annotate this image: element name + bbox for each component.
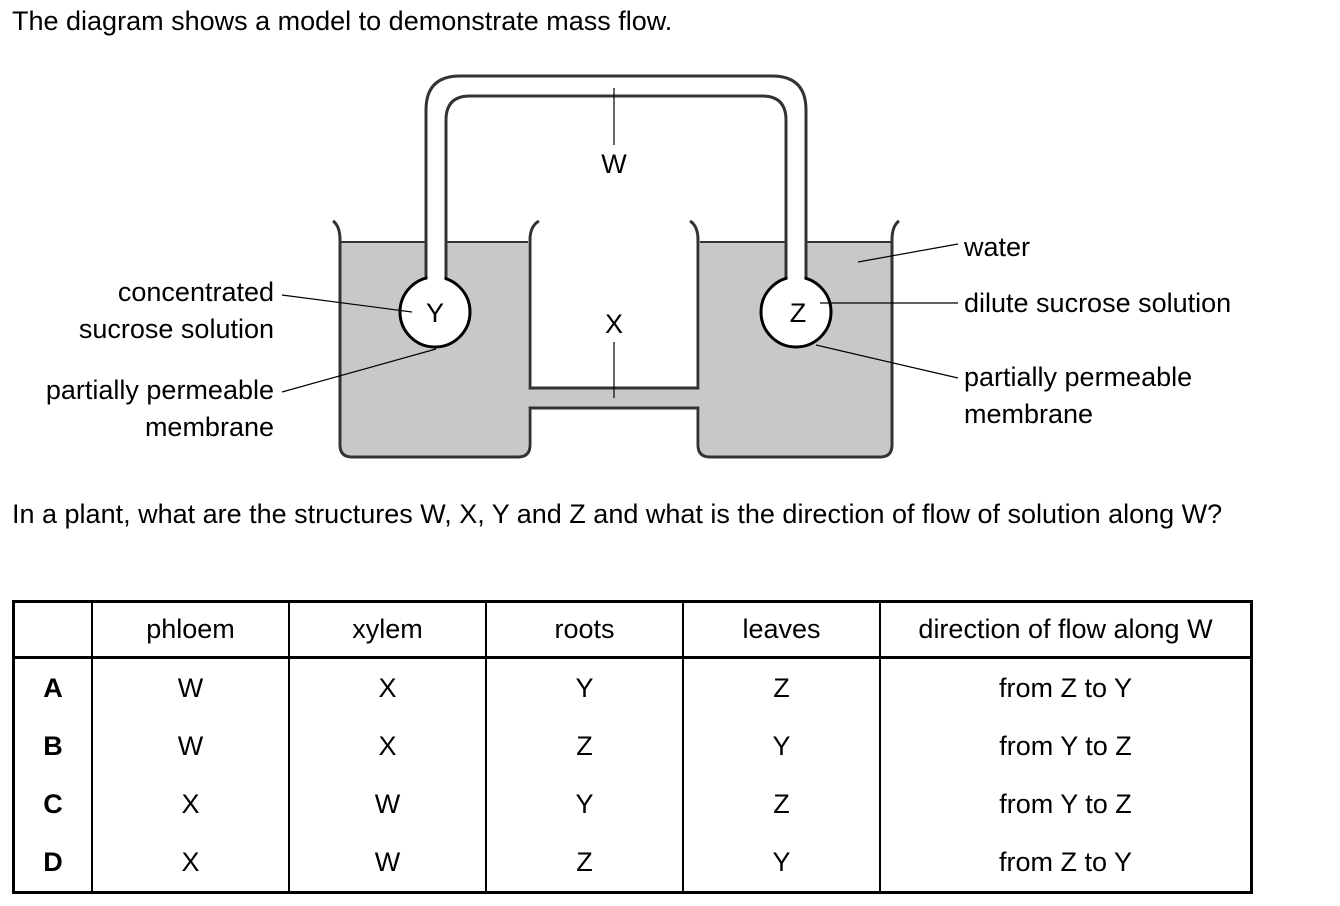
row-key: C [43, 788, 63, 819]
cell-xylem: X [288, 657, 486, 717]
cell-direction: from Z to Y [879, 833, 1252, 893]
table-header-row: phloem xylem roots leaves direction of f… [13, 601, 1252, 659]
label-concentrated-2: sucrose solution [79, 314, 274, 344]
label-ppm-right-1: partially permeable [964, 362, 1192, 392]
header-direction: direction of flow along W [879, 601, 1252, 659]
label-x: X [605, 309, 623, 339]
label-water: water [963, 232, 1030, 262]
row-key: D [43, 846, 63, 877]
cell-phloem: X [91, 775, 289, 833]
label-dilute-sucrose: dilute sucrose solution [964, 288, 1231, 318]
label-w: W [601, 149, 627, 179]
header-phloem: phloem [91, 601, 289, 659]
question-text: In a plant, what are the structures W, X… [12, 499, 1223, 529]
table-row: B W X Z Y from Y to Z [14, 717, 1252, 775]
bottom-left-liquid [340, 408, 528, 457]
table-row: D X W Z Y from Z to Y [14, 833, 1252, 893]
cell-leaves: Z [682, 657, 880, 717]
label-ppm-right-2: membrane [964, 399, 1093, 429]
row-key: B [43, 730, 63, 761]
bulb-z-neck [787, 270, 805, 282]
apparatus-outline [332, 219, 900, 459]
answer-table: phloem xylem roots leaves direction of f… [12, 600, 1253, 894]
label-y: Y [426, 298, 444, 328]
intro-text: The diagram shows a model to demonstrate… [12, 6, 673, 36]
cell-xylem: W [288, 833, 486, 893]
table-row: C X W Y Z from Y to Z [14, 775, 1252, 833]
label-concentrated-1: concentrated [118, 277, 274, 307]
mass-flow-diagram: W X Y Z water dilute sucrose solution pa… [46, 74, 1231, 459]
cell-phloem: W [91, 657, 289, 717]
header-key [13, 601, 92, 659]
cell-xylem: X [288, 717, 486, 775]
cell-xylem: W [288, 775, 486, 833]
cell-phloem: W [91, 717, 289, 775]
header-roots: roots [485, 601, 683, 659]
label-ppm-left-2: membrane [145, 412, 274, 442]
cell-roots: Y [485, 775, 683, 833]
bottom-right-liquid [700, 408, 892, 457]
header-leaves: leaves [682, 601, 880, 659]
header-xylem: xylem [288, 601, 486, 659]
cell-direction: from Y to Z [879, 775, 1252, 833]
row-key: A [43, 672, 63, 703]
label-z: Z [790, 298, 807, 328]
cell-direction: from Z to Y [879, 657, 1252, 717]
table-row: A W X Y Z from Z to Y [14, 657, 1252, 717]
bulb-y-neck [427, 270, 445, 282]
cell-direction: from Y to Z [879, 717, 1252, 775]
cell-roots: Y [485, 657, 683, 717]
cell-leaves: Y [682, 717, 880, 775]
leader-lines [281, 88, 959, 398]
cell-roots: Z [485, 717, 683, 775]
cell-leaves: Z [682, 775, 880, 833]
cell-roots: Z [485, 833, 683, 893]
label-ppm-left-1: partially permeable [46, 375, 274, 405]
cell-phloem: X [91, 833, 289, 893]
cell-leaves: Y [682, 833, 880, 893]
